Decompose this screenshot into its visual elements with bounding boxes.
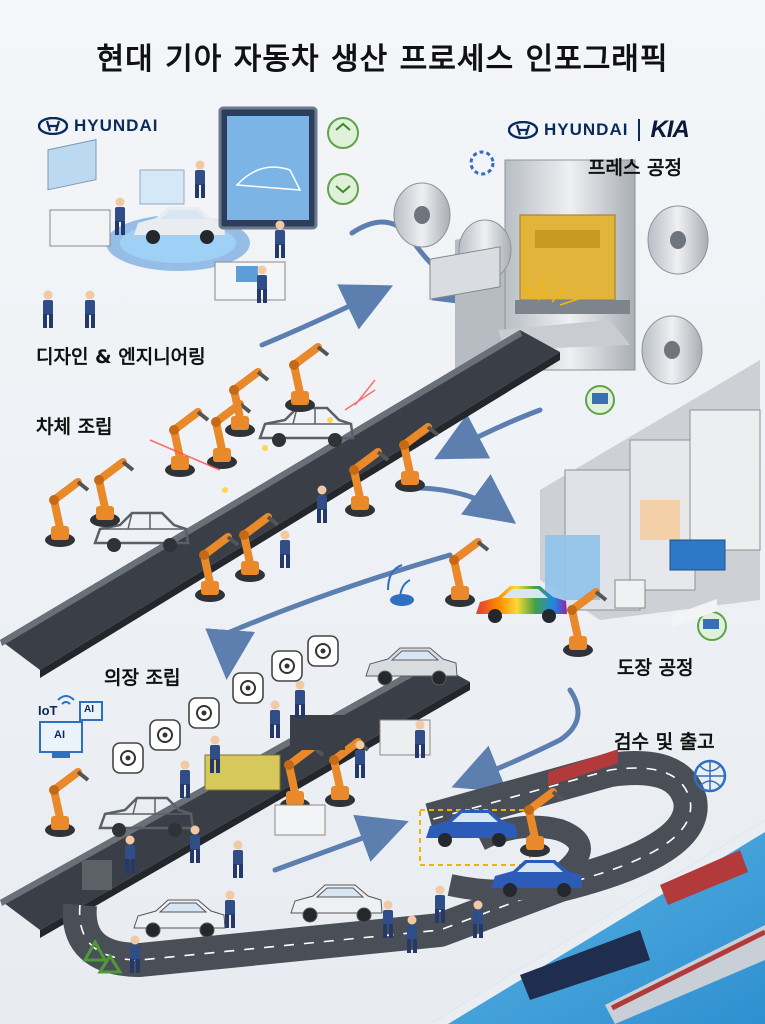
press-plant [393, 150, 709, 415]
design-studio [43, 106, 359, 328]
flow-arrow-paint-inspection [451, 687, 581, 793]
hyundai-wordmark-left: HYUNDAI [74, 116, 159, 135]
ai-screen-label: AI [54, 729, 65, 741]
stage-label-press: 프레스 공정 [588, 157, 683, 179]
paint-plant [387, 360, 761, 657]
kia-wordmark: KIA [650, 116, 689, 143]
icon-recycle [82, 938, 123, 974]
body-assembly [45, 347, 438, 602]
main-conveyor [0, 246, 560, 678]
stage-label-design: 디자인 & 엔지니어링 [36, 346, 206, 368]
flow-arrow-design-press [259, 284, 394, 348]
flow-arrow-paint-trim [205, 552, 453, 680]
stage-label-paint: 도장 공정 [617, 657, 694, 679]
stage-label-trim: 의장 조립 [104, 667, 181, 689]
page-title: 현대 기아 자동차 생산 프로세스 인포그래픽 [96, 42, 669, 77]
flow-arrows [205, 219, 581, 873]
hyundai-wordmark-right: HYUNDAI [544, 120, 629, 139]
iot-label: IoT [38, 703, 58, 718]
stage-label-inspection: 검수 및 출고 [614, 731, 715, 753]
brand-logos-right: HYUNDAI KIA [508, 116, 690, 144]
ai-chip-label: AI [84, 704, 94, 715]
icon-ai-monitor [39, 695, 103, 758]
port-logistics [430, 599, 765, 1024]
flow-arrow-trim-inspection [272, 814, 409, 873]
hyundai-logo-icon [38, 117, 68, 135]
stage-label-body: 차체 조립 [36, 416, 113, 438]
flow-arrow-body-paint [417, 474, 517, 524]
trim-assembly [45, 635, 458, 890]
flow-arrow-press-body [434, 407, 543, 460]
brand-divider [638, 119, 641, 141]
hyundai-logo-left: HYUNDAI [38, 116, 158, 136]
hyundai-logo-icon-right [508, 121, 538, 139]
